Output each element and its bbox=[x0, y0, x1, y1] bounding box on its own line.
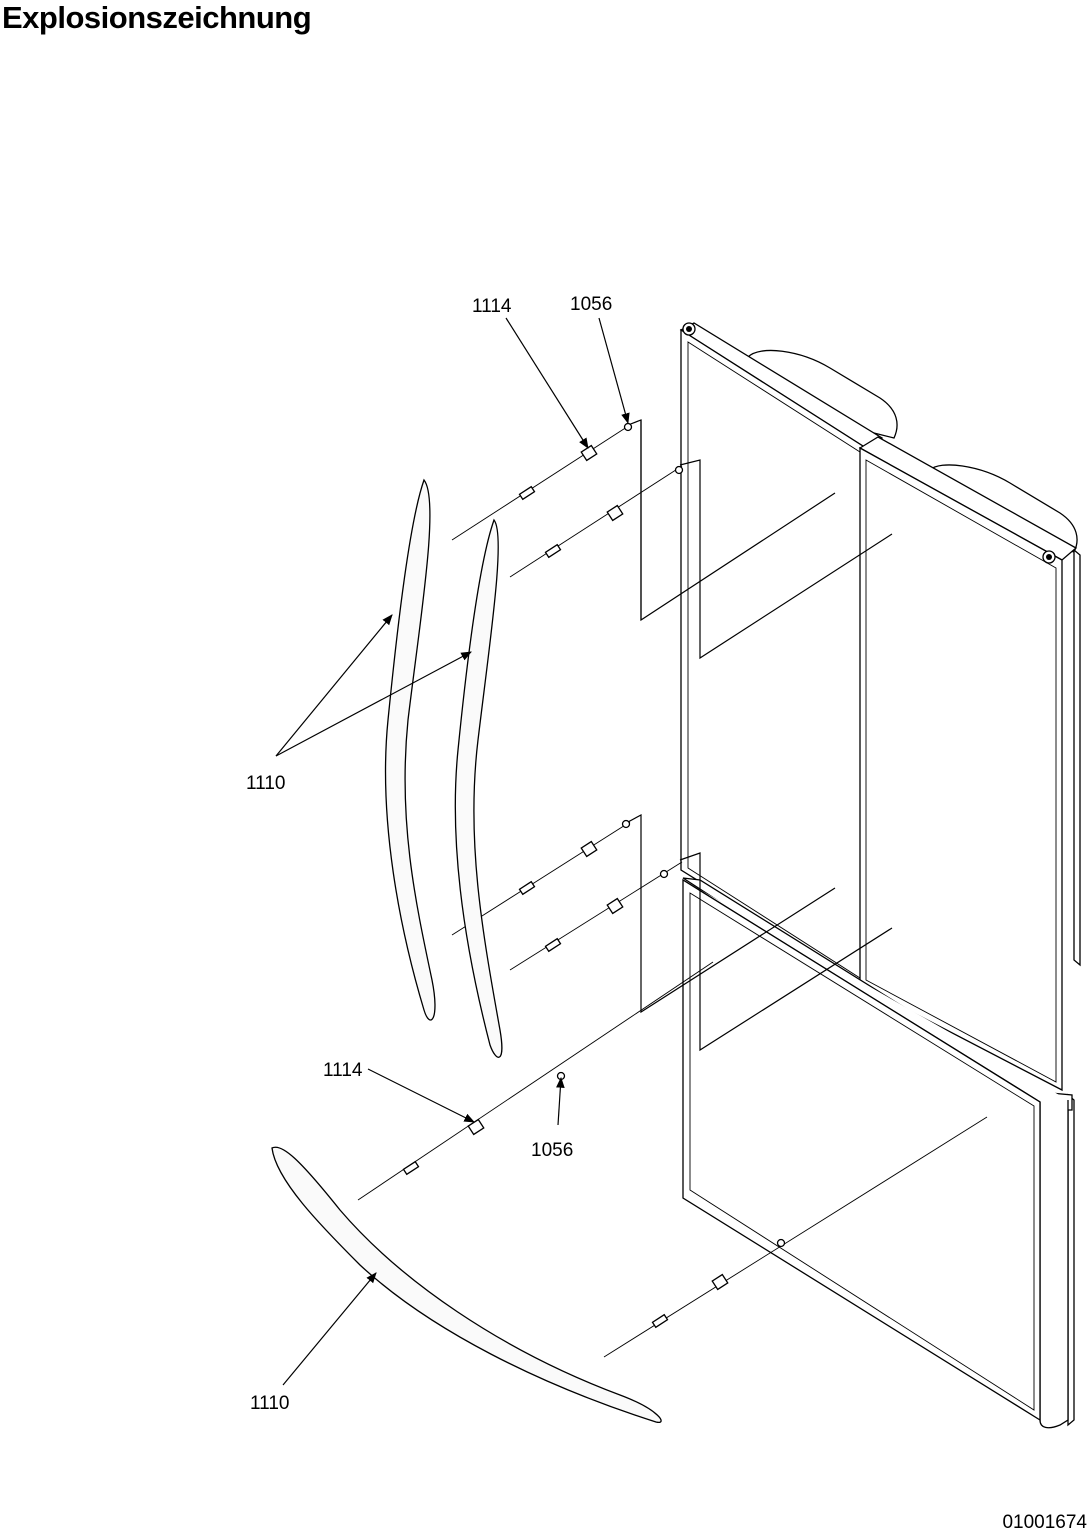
freezer-right-fastener-line bbox=[603, 1116, 988, 1358]
freezer-drawer bbox=[682, 877, 1073, 1429]
leader-lines bbox=[275, 317, 630, 1386]
callout-lower-handle: 1110 bbox=[250, 1393, 289, 1414]
callout-top-plug: 1056 bbox=[570, 294, 612, 315]
upper-left-handle bbox=[384, 478, 436, 1021]
upper-left-fastener-line bbox=[451, 422, 633, 541]
lower-mounting-outlines bbox=[627, 813, 893, 1052]
freezer-handle bbox=[271, 1146, 662, 1424]
upper-mounting-outlines bbox=[627, 419, 893, 660]
page-title: Explosionszeichnung bbox=[2, 0, 312, 35]
upper-right-handle bbox=[454, 518, 503, 1058]
right-french-door bbox=[858, 436, 1078, 1092]
mid-right-fastener-line bbox=[509, 861, 683, 971]
freezer-left-fastener-line bbox=[357, 961, 714, 1201]
left-french-door bbox=[679, 322, 884, 987]
upper-right-fastener-line bbox=[509, 465, 684, 578]
document-number: 01001674 bbox=[1002, 1512, 1087, 1533]
callout-upper-handles: 1110 bbox=[246, 773, 285, 794]
callout-lower-plug: 1056 bbox=[531, 1140, 573, 1161]
callout-lower-screw: 1114 bbox=[323, 1060, 363, 1081]
callout-top-screw: 1114 bbox=[472, 296, 512, 317]
